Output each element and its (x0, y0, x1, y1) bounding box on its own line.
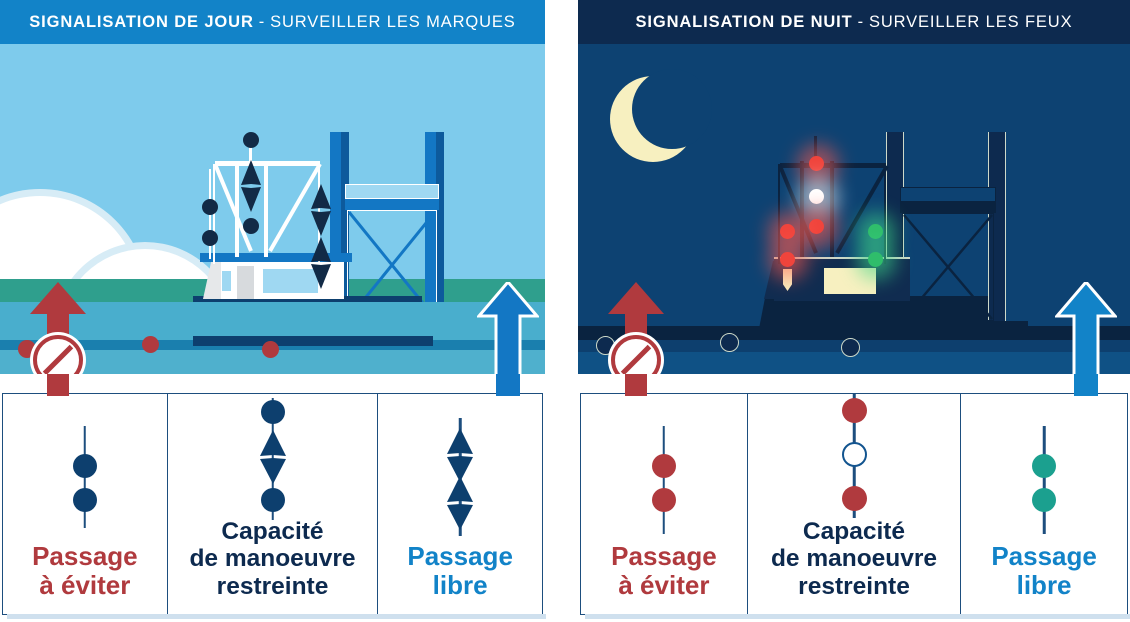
wheelhouse-window-large (263, 269, 318, 293)
forbidden-arrow-stem-extension (625, 374, 647, 396)
night-legend: Passage à éviter Capacité de manoeuvre r… (580, 393, 1130, 619)
buoy (720, 333, 739, 352)
night-panel: SIGNALISATION DE NUIT - SURVEILLER LES F… (578, 0, 1130, 622)
day-scene (0, 44, 545, 374)
night-header: SIGNALISATION DE NUIT - SURVEILLER LES F… (578, 0, 1130, 44)
legend-light-red (651, 487, 676, 512)
legend-light-red (842, 398, 867, 423)
bridge-tower-left-shade (341, 132, 349, 328)
wheelhouse-door (237, 266, 254, 299)
day-shape-diamond-right-top (311, 184, 331, 236)
legend-cell-passage-a-eviter[interactable]: Passage à éviter (581, 394, 747, 614)
free-passage-arrow (1055, 282, 1117, 374)
no-entry-icon (608, 332, 664, 374)
legend-symbol-red-white-red (804, 394, 904, 518)
legend-symbol-two-green-lights (994, 412, 1094, 540)
legend-symbol-ball-diamond-ball (223, 394, 323, 520)
night-light-red (780, 224, 795, 239)
legend-label: Capacité de manoeuvre restreinte (770, 517, 938, 600)
free-passage-arrow (477, 282, 539, 374)
legend-cell-capacite-restreinte[interactable]: Capacité de manoeuvre restreinte (746, 394, 960, 614)
legend-light-red (651, 453, 676, 478)
night-header-title: SIGNALISATION DE NUIT (635, 12, 853, 31)
no-entry-icon (30, 332, 86, 374)
mast-top-pole (249, 136, 252, 164)
free-arrow-stem-extension (496, 374, 520, 396)
legend-symbol-two-balls (35, 412, 135, 540)
night-light-red (780, 252, 795, 267)
day-shape-ball-left-bottom (202, 230, 218, 246)
night-light-red-bottom (809, 219, 824, 234)
legend-symbol-two-red-lights (614, 412, 714, 540)
mast-vertical-right (264, 161, 268, 257)
legend-cell-passage-libre[interactable]: Passage libre (377, 394, 542, 614)
buoy (142, 336, 159, 353)
legend-light-white (842, 442, 867, 467)
bridge-lift-span-beam (345, 199, 439, 210)
legend-symbol-two-diamonds (410, 412, 510, 540)
legend-ball (260, 488, 285, 512)
day-header: SIGNALISATION DE JOUR - SURVEILLER LES M… (0, 0, 545, 44)
water-band-light (578, 352, 1130, 374)
mast-vertical-left (235, 161, 239, 257)
day-shape-ball-center-top (243, 132, 259, 148)
wheelhouse-window-small (783, 269, 792, 291)
day-panel: SIGNALISATION DE JOUR - SURVEILLER LES M… (0, 0, 546, 622)
legend-ball (260, 400, 285, 424)
water-band-dark (578, 326, 1130, 342)
ship-waterline-shadow (193, 336, 433, 346)
day-shape-diamond-right-bottom (311, 237, 331, 289)
day-shape-ball-left-top (202, 199, 218, 215)
night-light-green (868, 252, 883, 267)
forbidden-passage-arrow (608, 282, 664, 374)
mast-stays (213, 163, 322, 252)
bridge-tower-right-shade (436, 132, 444, 328)
legend-light-green (1032, 487, 1057, 512)
free-arrow-stem-extension (1074, 374, 1098, 396)
legend-diamond (447, 475, 474, 530)
legend-label: Capacité de manoeuvre restreinte (189, 517, 356, 600)
day-legend: Passage à éviter Capacité de manoeuvre (2, 393, 546, 619)
ship-deck-line (193, 296, 422, 302)
legend-label: Passage à éviter (32, 540, 138, 600)
wheelhouse-roof (200, 253, 352, 262)
bridge-lift-span-top (900, 187, 996, 202)
legend-ball (72, 487, 97, 512)
legend-cell-capacite-restreinte[interactable]: Capacité de manoeuvre restreinte (166, 394, 378, 614)
night-scene (578, 44, 1130, 374)
day-header-title: SIGNALISATION DE JOUR (29, 12, 254, 31)
bridge-lift-span-top (345, 184, 439, 199)
legend-cell-passage-libre[interactable]: Passage libre (960, 394, 1127, 614)
legend-label: Passage à éviter (611, 540, 717, 600)
legend-label: Passage libre (991, 540, 1097, 600)
night-light-green (868, 224, 883, 239)
legend-light-green (1032, 453, 1057, 478)
wheelhouse-window-small (222, 271, 231, 291)
day-header-subtitle: SURVEILLER LES MARQUES (270, 12, 516, 31)
legend-diamond (259, 430, 286, 484)
day-shape-ball-center-bottom (243, 218, 259, 234)
legend-cell-passage-a-eviter[interactable]: Passage à éviter (3, 394, 167, 614)
forbidden-passage-arrow (30, 282, 86, 374)
buoy (262, 341, 279, 358)
buoy (841, 338, 860, 357)
bridge-lift-span-beam (900, 202, 996, 213)
mast-halyard-left-outer (213, 164, 215, 264)
night-light-white-middle (809, 189, 824, 204)
night-header-separator: - (857, 12, 864, 31)
crescent-moon-icon (610, 69, 712, 162)
legend-diamond (447, 427, 474, 482)
water-surface (0, 302, 545, 342)
forbidden-arrow-stem-extension (47, 374, 69, 396)
mast-crossbar (215, 161, 320, 166)
bridge-tower-right (988, 132, 1006, 328)
night-light-red-top (809, 156, 824, 171)
legend-ball (72, 453, 97, 478)
legend-label: Passage libre (407, 540, 513, 600)
day-shape-diamond-center (241, 160, 261, 212)
day-header-separator: - (258, 12, 266, 31)
legend-light-red (842, 486, 867, 511)
night-header-subtitle: SURVEILLER LES FEUX (868, 12, 1073, 31)
